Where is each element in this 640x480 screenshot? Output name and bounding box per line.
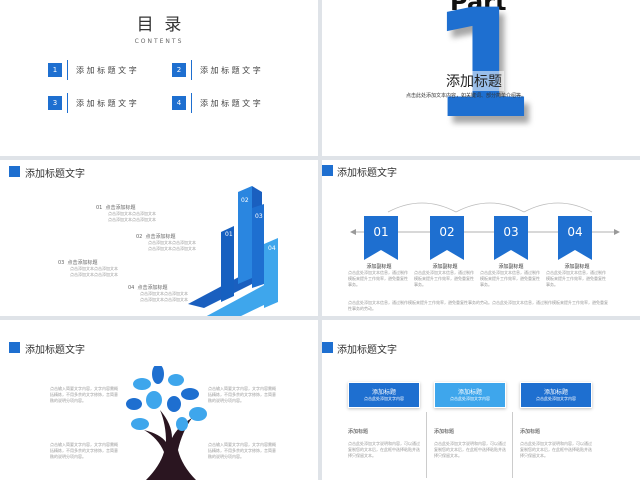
tree-graphic bbox=[126, 366, 207, 480]
card-label: 添加标题 bbox=[434, 429, 455, 435]
slide-steps[interactable]: 添加标题文字 01 点击添加标题 点击添加文本点击添加文本 点击添加文本点击添加… bbox=[0, 160, 318, 316]
card-desc: 点击此处添加文字说明和内容，可以通过复制您的文本后，在此框中选择粘贴并选择只保留… bbox=[348, 441, 420, 458]
tree-text-4: 点击输入简要文字内容，文字内容需概括精炼，不用多余的文字修饰，言简意赅的说明分项… bbox=[208, 442, 276, 459]
tree-text-1: 点击输入简要文字内容，文字内容需概括精炼，不用多余的文字修饰，言简意赅的说明分项… bbox=[50, 386, 118, 403]
title-marker bbox=[9, 166, 20, 177]
part-heading: 添加标题 bbox=[444, 71, 504, 91]
divider-line bbox=[67, 93, 68, 113]
card-label: 添加标题 bbox=[348, 429, 369, 435]
tree-text-3: 点击输入简要文字内容，文字内容需概括精炼，不用多余的文字修饰，言简意赅的说明分项… bbox=[50, 442, 118, 459]
step-1[interactable]: 01 点击添加标题 点击添加文本点击添加文本 点击添加文本点击添加文本 bbox=[96, 204, 156, 223]
card-divider bbox=[426, 412, 427, 478]
step-label: 04 点击添加标题 bbox=[128, 285, 168, 291]
flag-shape bbox=[494, 216, 528, 260]
part-label: Part bbox=[450, 0, 507, 16]
stairs-graphic: 01 02 03 04 bbox=[188, 186, 278, 316]
flag-number: 04 bbox=[567, 225, 583, 239]
part-subtext: 点击此处添加文本内容，如关键词、部分简单介绍等。 bbox=[406, 93, 527, 99]
card-head-sub: 点击此处添加文字内容 bbox=[536, 396, 576, 401]
slide-title: 添加标题文字 bbox=[337, 345, 397, 356]
contents-subtitle: CONTENTS bbox=[134, 38, 184, 45]
flag-desc: 点击此处添加文本信息，通过制作模板来提升工作效率，避免重复性事务。 bbox=[480, 270, 540, 287]
step-4[interactable]: 04 点击添加标题 点击添加文本点击添加文本 点击添加文本点击添加文本 bbox=[128, 284, 188, 303]
flag-shape bbox=[558, 216, 592, 260]
step-label: 03 点击添加标题 bbox=[58, 260, 98, 266]
slide-contents[interactable]: 目 录 CONTENTS 1 添 加 标 题 文 字 2 添 加 标 题 文 字… bbox=[0, 0, 318, 156]
card-head-title: 添加标题 bbox=[371, 389, 396, 396]
bar-label: 02 bbox=[241, 197, 249, 204]
slide-title: 添加标题文字 bbox=[337, 168, 397, 179]
part-number: 1 bbox=[430, 0, 534, 140]
step-desc: 点击添加文本点击添加文本 bbox=[148, 240, 196, 245]
card-2[interactable]: 添加标题 点击此处添加文字内容 添加标题 点击此处添加文字说明和内容，可以通过复… bbox=[434, 382, 506, 459]
flag-shape bbox=[364, 216, 398, 260]
flag-caption-1: 添加副标题 点击此处添加文本信息，通过制作模板来提升工作效率，避免重复性事务。 bbox=[348, 263, 410, 288]
flag-label: 添加副标题 bbox=[564, 264, 590, 270]
flag-label: 添加副标题 bbox=[366, 264, 392, 270]
flag-label: 添加副标题 bbox=[498, 264, 524, 270]
step-3[interactable]: 03 点击添加标题 点击添加文本点击添加文本 点击添加文本点击添加文本 bbox=[58, 259, 118, 278]
card-header: 添加标题 点击此处添加文字内容 bbox=[520, 382, 592, 408]
step-label: 01 点击添加标题 bbox=[96, 205, 136, 211]
divider-line bbox=[67, 60, 68, 80]
flag-number: 02 bbox=[439, 225, 455, 239]
contents-item-text: 添 加 标 题 文 字 bbox=[200, 66, 261, 75]
divider-line bbox=[191, 60, 192, 80]
bar-label: 01 bbox=[225, 231, 233, 238]
bar-label: 04 bbox=[268, 245, 276, 252]
card-divider bbox=[512, 412, 513, 478]
divider-line bbox=[191, 93, 192, 113]
slide-title: 添加标题文字 bbox=[25, 169, 85, 180]
card-desc: 点击此处添加文字说明和内容，可以通过复制您的文本后，在此框中选择粘贴并选择只保留… bbox=[434, 441, 506, 458]
step-desc: 点击添加文本点击添加文本 bbox=[70, 272, 118, 277]
bar-label: 03 bbox=[255, 213, 263, 220]
card-desc: 点击此处添加文字说明和内容，可以通过复制您的文本后，在此框中选择粘贴并选择只保留… bbox=[520, 441, 592, 458]
contents-item-num: 4 bbox=[172, 96, 186, 110]
card-header: 添加标题 点击此处添加文字内容 bbox=[348, 382, 420, 408]
slide-timeline[interactable]: 添加标题文字 01 02 03 04 添加副标题 点击此处添加文本信息，通过制作… bbox=[322, 160, 640, 316]
slide-cards[interactable]: 添加标题文字 添加标题 点击此处添加文字内容 添加标题 点击此处添加文字说明和内… bbox=[322, 320, 640, 480]
step-desc: 点击添加文本点击添加文本 bbox=[148, 246, 196, 251]
title-marker bbox=[322, 342, 333, 353]
title-marker bbox=[322, 165, 333, 176]
flag-desc: 点击此处添加文本信息，通过制作模板来提升工作效率，避免重复性事务。 bbox=[348, 270, 408, 287]
card-header: 添加标题 点击此处添加文字内容 bbox=[434, 382, 506, 408]
slide-part-1[interactable]: Part 1 添加标题 点击此处添加文本内容，如关键词、部分简单介绍等。 bbox=[322, 0, 640, 156]
contents-item-num: 1 bbox=[48, 63, 62, 77]
flag-label: 添加副标题 bbox=[432, 264, 458, 270]
contents-item-text: 添 加 标 题 文 字 bbox=[76, 66, 137, 75]
card-head-title: 添加标题 bbox=[457, 389, 482, 396]
card-head-title: 添加标题 bbox=[543, 389, 568, 396]
slide-title: 添加标题文字 bbox=[25, 345, 85, 356]
step-desc: 点击添加文本点击添加文本 bbox=[140, 291, 188, 296]
step-desc: 点击添加文本点击添加文本 bbox=[108, 217, 156, 222]
card-1[interactable]: 添加标题 点击此处添加文字内容 添加标题 点击此处添加文字说明和内容，可以通过复… bbox=[348, 382, 420, 459]
flag-number: 01 bbox=[373, 225, 389, 239]
step-label: 02 点击添加标题 bbox=[136, 234, 176, 240]
step-desc: 点击添加文本点击添加文本 bbox=[70, 266, 118, 271]
card-label: 添加标题 bbox=[520, 429, 541, 435]
card-head-sub: 点击此处添加文字内容 bbox=[450, 396, 490, 401]
contents-item-num: 3 bbox=[48, 96, 62, 110]
flag-caption-2: 添加副标题 点击此处添加文本信息，通过制作模板来提升工作效率，避免重复性事务。 bbox=[414, 263, 476, 288]
contents-item-text: 添 加 标 题 文 字 bbox=[76, 99, 137, 108]
contents-item-num: 2 bbox=[172, 63, 186, 77]
contents-item-text: 添 加 标 题 文 字 bbox=[200, 99, 261, 108]
flag-shape bbox=[430, 216, 464, 260]
contents-title: 目 录 bbox=[136, 15, 182, 35]
step-2[interactable]: 02 点击添加标题 点击添加文本点击添加文本 点击添加文本点击添加文本 bbox=[136, 233, 196, 252]
card-3[interactable]: 添加标题 点击此处添加文字内容 添加标题 点击此处添加文字说明和内容，可以通过复… bbox=[520, 382, 592, 459]
step-desc: 点击添加文本点击添加文本 bbox=[140, 297, 188, 302]
flag-caption-3: 添加副标题 点击此处添加文本信息，通过制作模板来提升工作效率，避免重复性事务。 bbox=[480, 263, 542, 288]
flag-desc: 点击此处添加文本信息，通过制作模板来提升工作效率，避免重复性事务。 bbox=[546, 270, 606, 287]
flag-caption-4: 添加副标题 点击此处添加文本信息，通过制作模板来提升工作效率，避免重复性事务。 bbox=[546, 263, 608, 288]
slide-tree[interactable]: 添加标题文字 点击输入简要文字内容，文字内容需概括精炼，不用多余的文字修饰，言简… bbox=[0, 320, 318, 480]
timeline-bottom-text: 点击此处添加文本信息，通过制作模板来提升工作效率，避免重复性事务的劳动。点击此处… bbox=[348, 300, 608, 311]
tree-text-2: 点击输入简要文字内容，文字内容需概括精炼，不用多余的文字修饰，言简意赅的说明分项… bbox=[208, 386, 276, 403]
title-marker bbox=[9, 342, 20, 353]
flag-desc: 点击此处添加文本信息，通过制作模板来提升工作效率，避免重复性事务。 bbox=[414, 270, 474, 287]
step-desc: 点击添加文本点击添加文本 bbox=[108, 211, 156, 216]
flag-number: 03 bbox=[503, 225, 519, 239]
card-head-sub: 点击此处添加文字内容 bbox=[364, 396, 404, 401]
